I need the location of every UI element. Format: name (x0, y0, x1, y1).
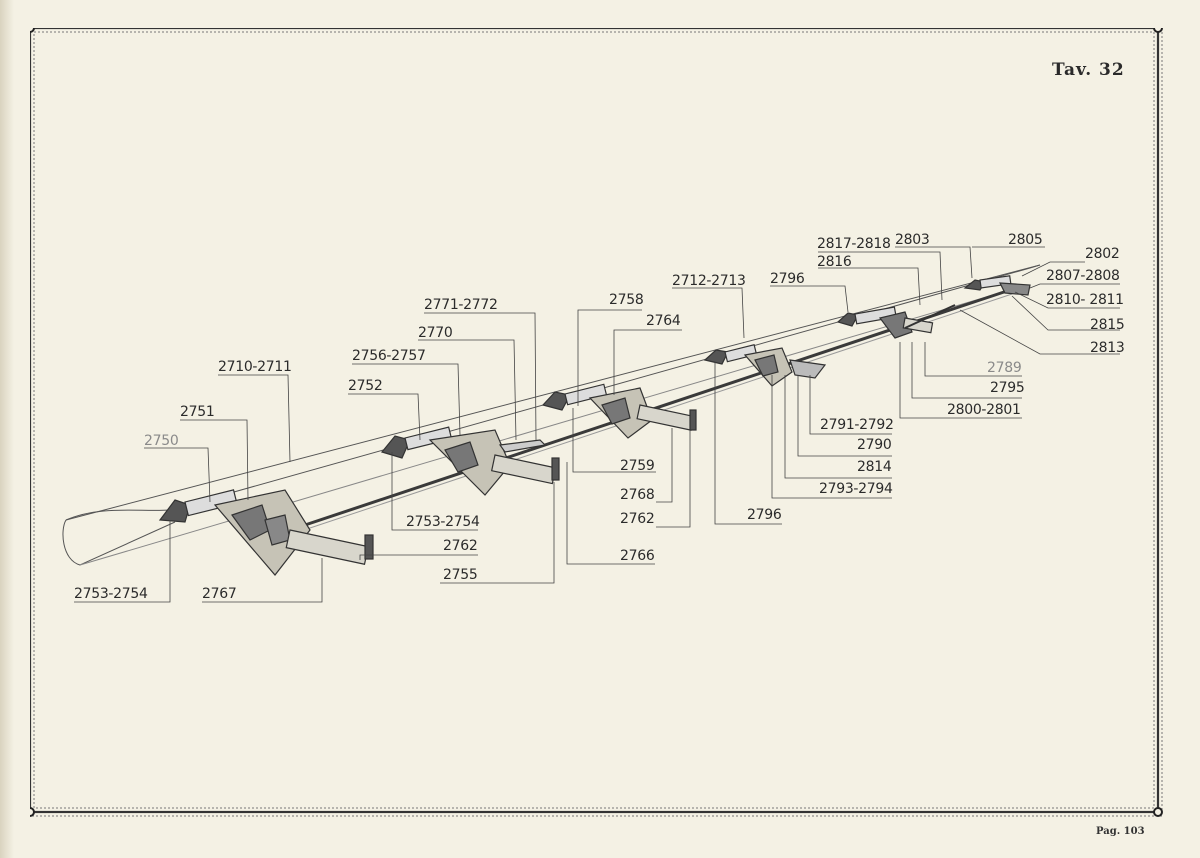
callout-2802: 2802 (1085, 246, 1120, 262)
hinge-assembly-6 (963, 275, 1031, 296)
callout-2814: 2814 (857, 459, 892, 475)
callout-2815: 2815 (1090, 317, 1125, 333)
callout-2756-2757: 2756-2757 (352, 348, 426, 364)
callout-2758: 2758 (609, 292, 644, 308)
callout-2752: 2752 (348, 378, 383, 394)
callout-2813: 2813 (1090, 340, 1125, 356)
page-binding-shadow (0, 0, 14, 858)
plate-title: Tav. 32 (1052, 60, 1125, 80)
page-number: Pag. 103 (1096, 826, 1145, 837)
callout-2795: 2795 (990, 380, 1025, 396)
callout-2805: 2805 (1008, 232, 1043, 248)
callout-2817-2818: 2817-2818 (817, 236, 891, 252)
callout-2750: 2750 (144, 433, 179, 449)
callout-2768: 2768 (620, 487, 655, 503)
callout-2810-2811: 2810- 2811 (1046, 292, 1124, 308)
callout-2710-2711: 2710-2711 (218, 359, 292, 375)
callout-2789: 2789 (987, 360, 1022, 376)
callout-2796-top: 2796 (770, 271, 805, 287)
leader-lines (74, 246, 1120, 603)
page-border-frame (30, 28, 1163, 817)
callout-2762-center: 2762 (620, 511, 655, 527)
callout-2764: 2764 (646, 313, 681, 329)
callout-2816: 2816 (817, 254, 852, 270)
hinge-assembly-1 (158, 489, 374, 576)
callout-2766: 2766 (620, 548, 655, 564)
callout-2762-left: 2762 (443, 538, 478, 554)
hinge-assembly-3 (541, 383, 697, 439)
callout-2759: 2759 (620, 458, 655, 474)
callout-2800-2801: 2800-2801 (947, 402, 1021, 418)
hinge-assembly-4 (703, 344, 827, 387)
callout-2793-2794: 2793-2794 (819, 481, 893, 497)
callout-2751: 2751 (180, 404, 215, 420)
callout-2755: 2755 (443, 567, 478, 583)
callout-2803: 2803 (895, 232, 930, 248)
callout-2791-2792: 2791-2792 (820, 417, 894, 433)
callout-2807-2808: 2807-2808 (1046, 268, 1120, 284)
callout-2767: 2767 (202, 586, 237, 602)
callout-2770: 2770 (418, 325, 453, 341)
callout-2712-2713: 2712-2713 (672, 273, 746, 289)
hinge-assembly-2 (380, 426, 560, 496)
callout-2796-bottom: 2796 (747, 507, 782, 523)
hinge-assembly-5 (836, 304, 956, 339)
callout-2753-2754-center: 2753-2754 (406, 514, 480, 530)
callout-2771-2772: 2771-2772 (424, 297, 498, 313)
callout-2790: 2790 (857, 437, 892, 453)
callout-2753-2754-left: 2753-2754 (74, 586, 148, 602)
